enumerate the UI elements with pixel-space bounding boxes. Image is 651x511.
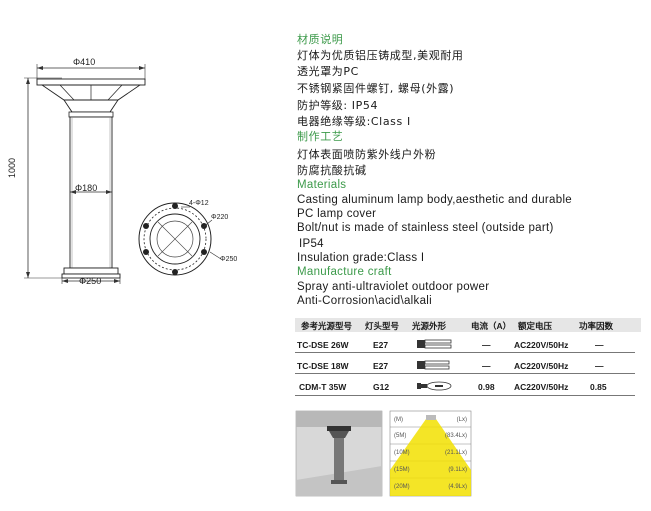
table-cell-model: CDM-T 35W: [299, 382, 347, 392]
dim-label-height: 1000: [7, 157, 17, 178]
craft-line-cn: 防腐抗酸抗碱: [297, 164, 367, 177]
table-cell-base: G12: [373, 382, 390, 392]
table-header: 光源外形: [412, 321, 447, 331]
light-lux: (21.1Lx): [444, 450, 467, 456]
material-line-cn: 防护等级: IP54: [297, 99, 379, 112]
light-row: (20M) (4.9Lx): [390, 480, 471, 496]
table-cell-voltage: AC220V/50Hz: [514, 382, 569, 392]
table-divider: [295, 373, 635, 374]
craft-heading-en: Manufacture craft: [297, 266, 392, 278]
material-line-cn: 电器绝缘等级:Class Ⅰ: [297, 115, 411, 128]
light-distance: (5M): [394, 433, 407, 439]
table-cell-voltage: AC220V/50Hz: [514, 361, 569, 371]
craft-heading-cn: 制作工艺: [297, 130, 344, 143]
material-line-cn: 不锈钢紧固件螺钉, 螺母(外露): [297, 82, 455, 95]
material-line-en: Bolt/nut is made of stainless steel (out…: [297, 222, 554, 234]
table-header: 电流（A）: [471, 321, 512, 331]
material-line-en: IP54: [299, 238, 324, 250]
light-distance: (10M): [394, 450, 410, 456]
light-row: (5M) (83.4Lx): [390, 429, 471, 445]
table-cell-pf: —: [595, 340, 604, 350]
table-header-bg: [295, 318, 641, 332]
table-cell-base: E27: [373, 340, 389, 350]
table-cell-pf: 0.85: [590, 382, 607, 392]
table-cell-current: —: [482, 340, 491, 350]
table-header: 参考光源型号: [301, 321, 353, 331]
light-lux: (9.1Lx): [448, 467, 467, 473]
dim-label-top: Φ410: [73, 57, 96, 67]
light-distribution-chart: [389, 410, 472, 497]
lamp-pole: [69, 116, 113, 269]
material-line-en: Insulation grade:Class I: [297, 252, 425, 264]
light-distance: (20M): [394, 484, 410, 490]
craft-line-cn: 灯体表面喷防紫外线户外粉: [297, 148, 437, 161]
light-lux: (83.4Lx): [444, 433, 467, 439]
table-cell-base: E27: [373, 361, 389, 371]
table-header: 额定电压: [518, 321, 553, 331]
metal-halide-lamp-icon: [417, 381, 452, 391]
light-beam: [390, 419, 471, 496]
material-line-en: Casting aluminum lamp body,aesthetic and…: [297, 194, 573, 206]
craft-line-en: Anti-Corrosion\acid\alkali: [297, 295, 432, 307]
light-row: (15M) (9.1Lx): [390, 463, 471, 479]
light-lux: (4.9Lx): [448, 484, 467, 490]
table-cell-current: —: [482, 361, 491, 371]
dim-label-220: Φ220: [211, 214, 229, 221]
light-row: (M) (Lx): [390, 413, 471, 429]
dim-label-pole: Φ180: [75, 183, 98, 193]
material-line-cn: 透光罩为PC: [297, 65, 359, 78]
table-cell-voltage: AC220V/50Hz: [514, 340, 569, 350]
twin-tube-lamp-icon: [417, 360, 450, 370]
material-line-cn: 灯体为优质铝压铸成型,美观耐用: [297, 49, 464, 62]
dim-label-base: Φ250: [79, 276, 102, 286]
light-lux: (Lx): [456, 417, 467, 423]
light-row: (10M) (21.1Lx): [390, 446, 471, 462]
material-line-en: PC lamp cover: [297, 208, 377, 220]
craft-line-en: Spray anti-ultraviolet outdoor power: [297, 281, 490, 293]
table-divider: [295, 352, 635, 353]
table-header: 功率因数: [579, 321, 614, 331]
table-cell-pf: —: [595, 361, 604, 371]
table-divider: [295, 395, 635, 396]
dim-label-hole: 4-Φ12: [189, 200, 209, 207]
lamp-base: [61, 267, 121, 284]
light-distance: (15M): [394, 467, 410, 473]
table-cell-model: TC-DSE 26W: [297, 340, 349, 350]
lamp-photo: [295, 410, 383, 497]
table-header: 灯头型号: [365, 321, 400, 331]
table-cell-current: 0.98: [478, 382, 495, 392]
lamp-head: [36, 78, 146, 118]
table-cell-model: TC-DSE 18W: [297, 361, 349, 371]
material-heading-en: Materials: [297, 179, 347, 191]
material-heading-cn: 材质说明: [297, 33, 344, 46]
twin-tube-lamp-icon: [417, 339, 452, 349]
top-view-diagram: [138, 202, 222, 276]
dim-label-250: Φ250: [220, 256, 238, 263]
light-distance: (M): [394, 417, 403, 423]
